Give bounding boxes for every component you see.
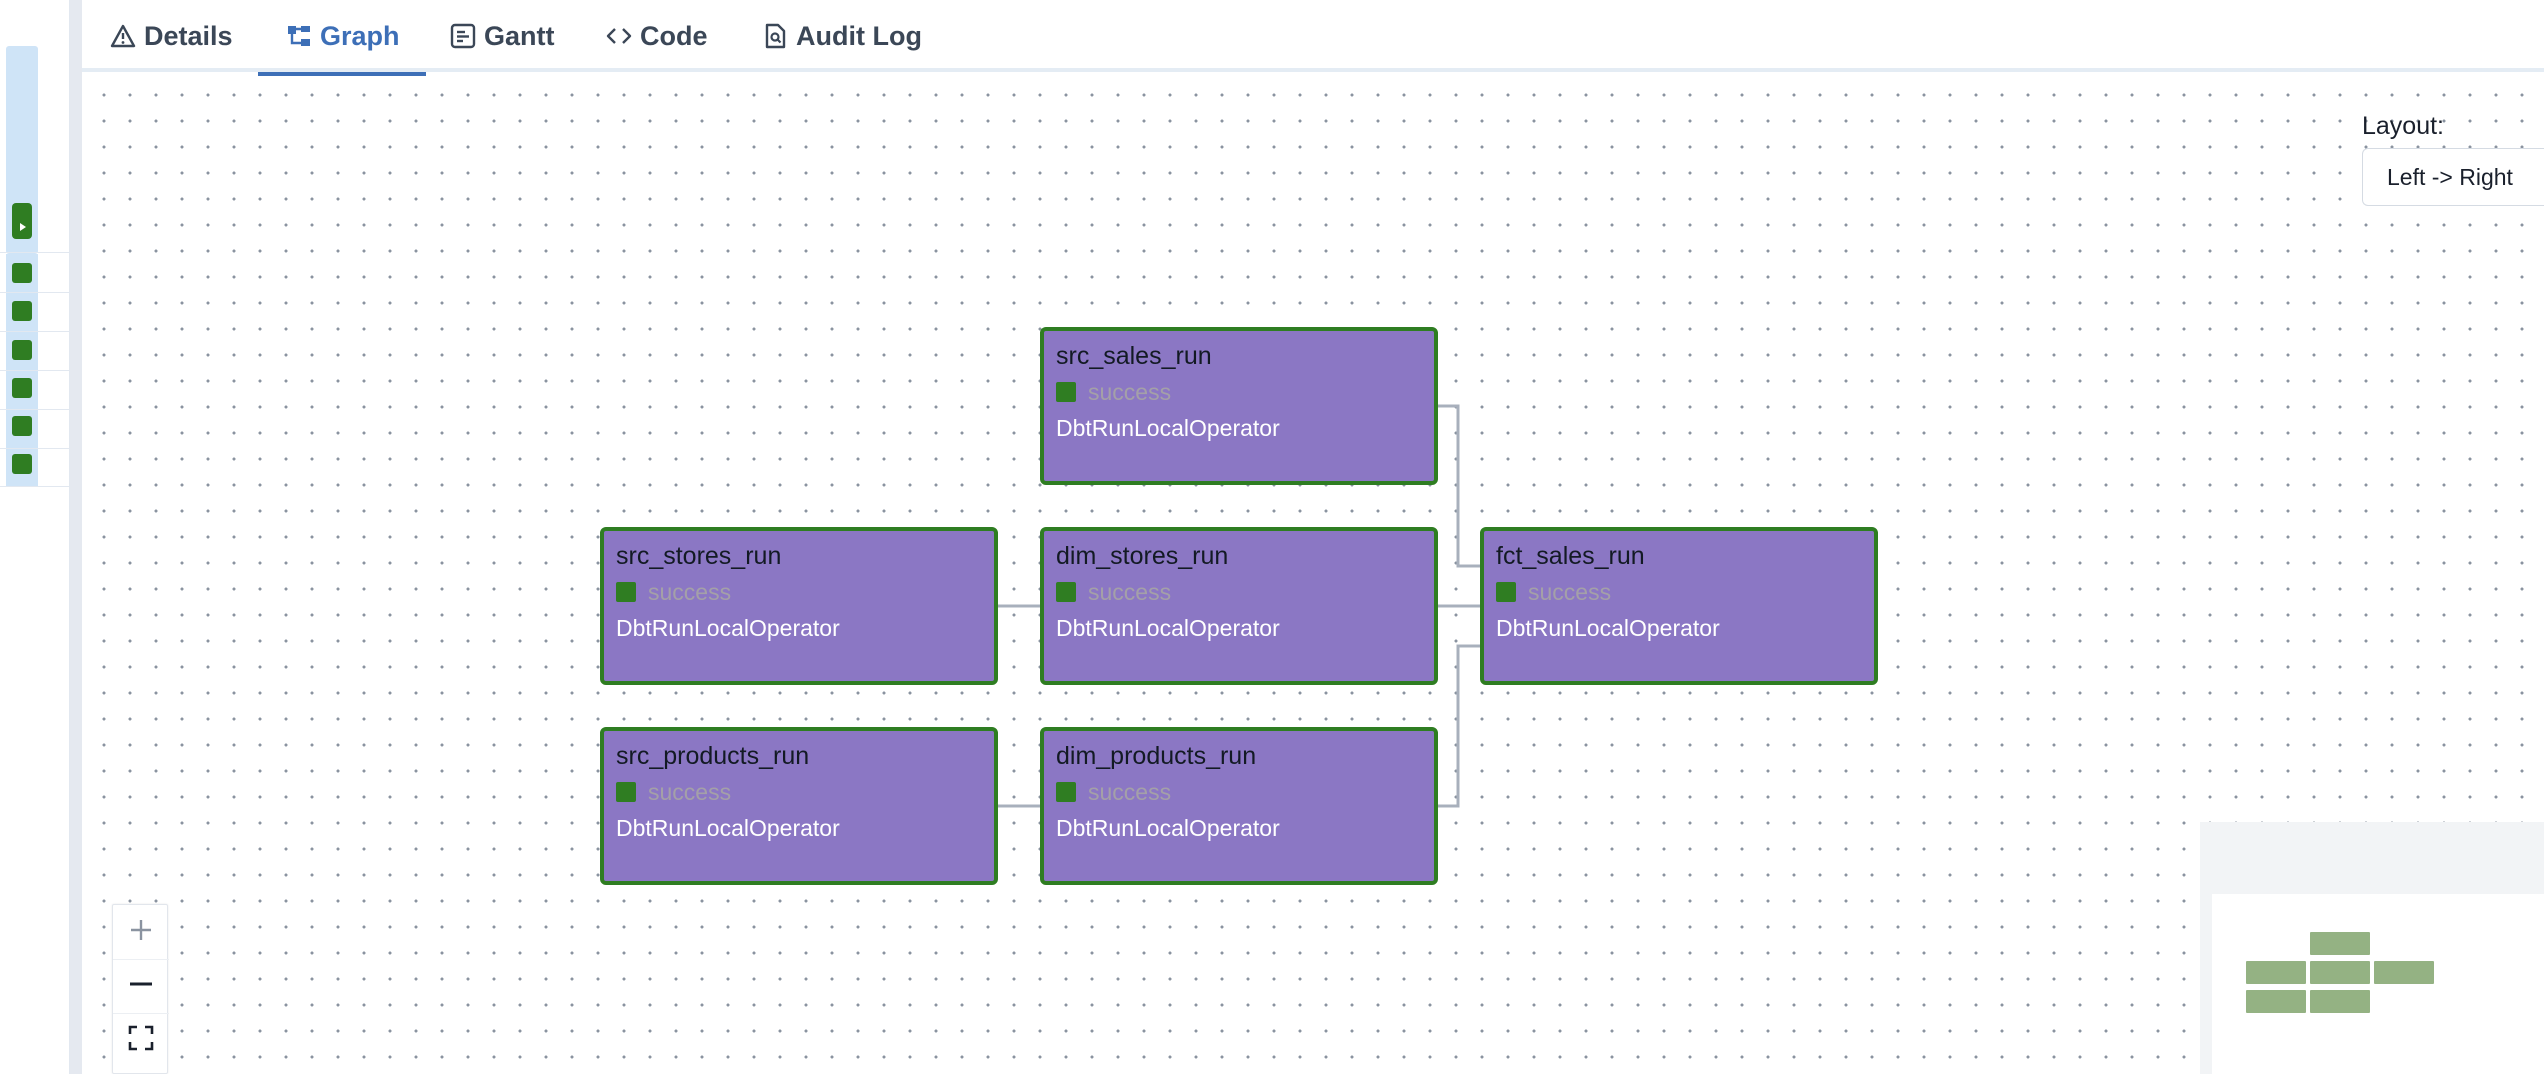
tab-gantt[interactable]: Gantt <box>448 0 557 72</box>
grid-sidebar <box>0 0 70 1074</box>
task-operator: DbtRunLocalOperator <box>1056 615 1280 641</box>
fit-view-button[interactable] <box>113 1013 169 1067</box>
minimap-node <box>2374 961 2434 984</box>
zoom-out-button[interactable] <box>113 959 169 1013</box>
task-id: fct_sales_run <box>1496 542 1645 570</box>
task-id: dim_products_run <box>1056 742 1257 770</box>
layout-select[interactable]: Left -> Right <box>2362 148 2544 206</box>
dag-run-status-icon[interactable] <box>12 203 32 239</box>
tab-graph[interactable]: Graph <box>258 0 426 76</box>
task-state: success <box>616 579 994 605</box>
task-instance-square[interactable] <box>12 340 32 360</box>
task-operator: DbtRunLocalOperator <box>1056 415 1280 441</box>
minimap-node <box>2310 990 2370 1013</box>
task-state-label: success <box>648 778 732 805</box>
task-instance-square[interactable] <box>12 378 32 398</box>
tab-audit-log[interactable]: Audit Log <box>760 0 924 72</box>
tab-code-label: Code <box>640 20 708 51</box>
task-instance-square[interactable] <box>12 263 32 283</box>
task-state: success <box>616 779 994 805</box>
task-instance-square[interactable] <box>12 301 32 321</box>
state-success-icon <box>1496 582 1516 602</box>
task-operator: DbtRunLocalOperator <box>616 615 840 641</box>
warning-triangle-icon <box>110 23 136 49</box>
minimap[interactable] <box>2200 822 2544 1074</box>
zoom-out-icon <box>127 970 155 1003</box>
layout-select-value: Left -> Right <box>2387 163 2513 190</box>
task-state-label: success <box>1088 778 1172 805</box>
task-state-label: success <box>1528 578 1612 605</box>
minimap-node <box>2246 990 2306 1013</box>
tab-details[interactable]: Details <box>108 0 235 72</box>
layout-label: Layout: <box>2362 112 2445 140</box>
state-success-icon <box>616 782 636 802</box>
grid-divider <box>0 292 70 293</box>
state-success-icon <box>1056 582 1076 602</box>
grid-divider <box>0 252 70 253</box>
fit-view-icon <box>127 1024 155 1057</box>
task-id: src_stores_run <box>616 542 782 570</box>
task-node-dim-products-run[interactable]: dim_products_run success DbtRunLocalOper… <box>1040 727 1438 885</box>
grid-divider <box>0 486 70 487</box>
task-id: src_sales_run <box>1056 342 1212 370</box>
minimap-node <box>2246 961 2306 984</box>
zoom-in-icon <box>127 916 155 949</box>
task-operator: DbtRunLocalOperator <box>616 815 840 841</box>
task-state: success <box>1056 579 1434 605</box>
tab-bar: Details Graph Gantt Code Audit Log <box>82 0 2544 76</box>
graph-icon <box>286 23 312 49</box>
state-success-icon <box>1056 382 1076 402</box>
code-icon <box>606 23 632 49</box>
tab-gantt-label: Gantt <box>484 20 555 51</box>
panel-resize-handle[interactable] <box>70 0 82 1074</box>
task-node-dim-stores-run[interactable]: dim_stores_run success DbtRunLocalOperat… <box>1040 527 1438 685</box>
grid-divider <box>0 331 70 332</box>
task-state-label: success <box>1088 378 1172 405</box>
tab-audit-log-label: Audit Log <box>796 20 922 51</box>
task-id: src_products_run <box>616 742 810 770</box>
zoom-controls <box>112 904 169 1074</box>
task-operator: DbtRunLocalOperator <box>1496 615 1720 641</box>
tab-graph-label: Graph <box>320 20 400 51</box>
task-node-src-products-run[interactable]: src_products_run success DbtRunLocalOper… <box>600 727 998 885</box>
task-instance-square[interactable] <box>12 454 32 474</box>
task-state-label: success <box>1088 578 1172 605</box>
task-node-src-sales-run[interactable]: src_sales_run success DbtRunLocalOperato… <box>1040 327 1438 485</box>
task-state: success <box>1056 779 1434 805</box>
task-state: success <box>1496 579 1874 605</box>
state-success-icon <box>616 582 636 602</box>
minimap-node <box>2310 961 2370 984</box>
grid-divider <box>0 370 70 371</box>
audit-log-icon <box>762 23 788 49</box>
minimap-node <box>2310 932 2370 955</box>
tab-code[interactable]: Code <box>604 0 710 72</box>
minimap-viewport[interactable] <box>2212 894 2544 1074</box>
task-state: success <box>1056 379 1434 405</box>
graph-canvas[interactable] <box>82 76 2544 1074</box>
task-instance-square[interactable] <box>12 416 32 436</box>
grid-divider <box>0 409 70 410</box>
task-state-label: success <box>648 578 732 605</box>
zoom-in-button[interactable] <box>113 905 169 959</box>
state-success-icon <box>1056 782 1076 802</box>
tab-details-label: Details <box>144 20 233 51</box>
task-node-src-stores-run[interactable]: src_stores_run success DbtRunLocalOperat… <box>600 527 998 685</box>
task-operator: DbtRunLocalOperator <box>1056 815 1280 841</box>
active-tab-indicator <box>258 72 426 76</box>
task-node-fct-sales-run[interactable]: fct_sales_run success DbtRunLocalOperato… <box>1480 527 1878 685</box>
grid-divider <box>0 448 70 449</box>
task-id: dim_stores_run <box>1056 542 1229 570</box>
gantt-icon <box>450 23 476 49</box>
